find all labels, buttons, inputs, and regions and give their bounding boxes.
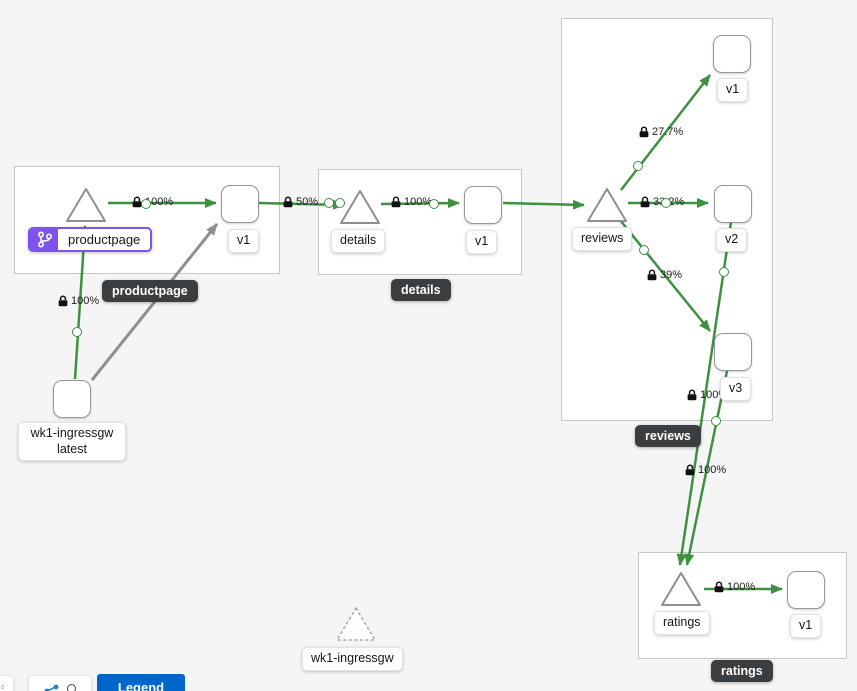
legend-button[interactable]: Legend [97, 674, 185, 691]
node-reviews-service[interactable] [585, 186, 629, 229]
edge-details-v1-to-reviews[interactable] [502, 199, 585, 210]
group-hover-label-productpage: productpage [102, 280, 198, 302]
edge-reviews-v3-to-ratings[interactable] [684, 370, 729, 566]
mtls-lock-icon [132, 196, 142, 208]
edge-label-productpage-to-v1: 100% [132, 196, 173, 208]
label-ratings-v1[interactable]: v1 [790, 614, 822, 638]
zoom-glyph-icon: ₁ [8, 686, 12, 691]
zoom-glyph-icon: ² [1, 683, 4, 691]
edge-waypoint [711, 416, 721, 426]
edge-label-ratings-to-v1: 100% [714, 581, 755, 593]
edge-waypoint [141, 199, 151, 209]
mtls-lock-icon [685, 464, 695, 476]
edge-percent: 100% [145, 196, 174, 208]
node-ratings-service[interactable] [659, 570, 703, 613]
edge-percent: 100% [698, 464, 727, 476]
toolbar-graph-chip[interactable] [28, 675, 92, 691]
node-reviews-v3[interactable] [714, 333, 752, 371]
edge-percent: 39% [660, 269, 683, 281]
edge-reviews-v2-to-ratings[interactable] [676, 221, 733, 566]
edge-percent: 50% [296, 196, 319, 208]
productpage-selected-badge[interactable]: productpage [28, 227, 153, 252]
label-idle-ingressgw[interactable]: wk1-ingressgw [302, 647, 403, 671]
node-idle-ingressgw-service[interactable] [334, 605, 378, 648]
graph-layout-icon [44, 684, 59, 691]
mtls-lock-icon [640, 196, 650, 208]
edge-label-details-to-v1: 100% [391, 196, 432, 208]
group-hover-label-ratings: ratings [711, 660, 773, 682]
label-productpage-v1[interactable]: v1 [228, 229, 260, 253]
edge-label-productpage-v1-to-details: 50% [283, 196, 318, 208]
label-reviews-v3[interactable]: v3 [720, 377, 752, 401]
mtls-lock-icon [639, 126, 649, 138]
label-ratings-service[interactable]: ratings [654, 611, 710, 635]
edge-label-reviews-to-v3: 39% [647, 269, 682, 281]
edge-waypoint [324, 198, 334, 208]
node-ingressgw-workload[interactable] [53, 380, 91, 418]
label-ingressgw-workload[interactable]: wk1-ingressgw latest [18, 422, 126, 462]
node-reviews-v1[interactable] [713, 35, 751, 73]
edge-percent: 27.7% [652, 126, 684, 138]
node-ratings-v1[interactable] [787, 571, 825, 609]
edge-label-reviews-to-v1: 27.7% [639, 126, 683, 138]
edge-waypoint [639, 245, 649, 255]
edge-waypoint [72, 327, 82, 337]
virtual-service-branch-icon [30, 229, 58, 250]
edge-percent: 100% [71, 295, 100, 307]
workload-name: wk1-ingressgw [30, 426, 114, 440]
node-reviews-v2[interactable] [714, 185, 752, 223]
edge-reviews-to-v3[interactable] [619, 219, 711, 332]
label-details-v1[interactable]: v1 [466, 230, 498, 254]
group-hover-label-details: details [391, 279, 451, 301]
node-details-v1[interactable] [464, 186, 502, 224]
mtls-lock-icon [714, 581, 724, 593]
mtls-lock-icon [58, 295, 68, 307]
label-reviews-v1[interactable]: v1 [717, 78, 749, 102]
mtls-lock-icon [391, 196, 401, 208]
mtls-lock-icon [283, 196, 293, 208]
edge-ingress-to-productpage-v1[interactable] [90, 223, 219, 381]
mtls-lock-icon [647, 269, 657, 281]
edge-label-reviews-v2-to-ratings: 100% [685, 464, 726, 476]
edge-waypoint [661, 198, 671, 208]
edge-percent: 100% [404, 196, 433, 208]
label-reviews-service[interactable]: reviews [572, 227, 633, 251]
label-productpage-service: productpage [58, 229, 151, 250]
edge-waypoint [719, 267, 729, 277]
edge-percent: 100% [727, 581, 756, 593]
edge-label-ingress-to-productpage: 100% [58, 295, 99, 307]
node-details-service[interactable] [338, 188, 382, 231]
label-details-service[interactable]: details [331, 229, 386, 253]
node-productpage-v1[interactable] [221, 185, 259, 223]
group-hover-label-reviews: reviews [635, 425, 701, 447]
label-reviews-v2[interactable]: v2 [716, 228, 748, 252]
circle-layout-icon [67, 684, 76, 691]
toolbar-zoom-chip[interactable]: ² ₁ [0, 675, 14, 691]
mtls-lock-icon [687, 389, 697, 401]
edge-waypoint [429, 199, 439, 209]
workload-version: latest [57, 441, 87, 456]
edge-waypoint [633, 161, 643, 171]
node-productpage-service[interactable] [64, 186, 108, 229]
